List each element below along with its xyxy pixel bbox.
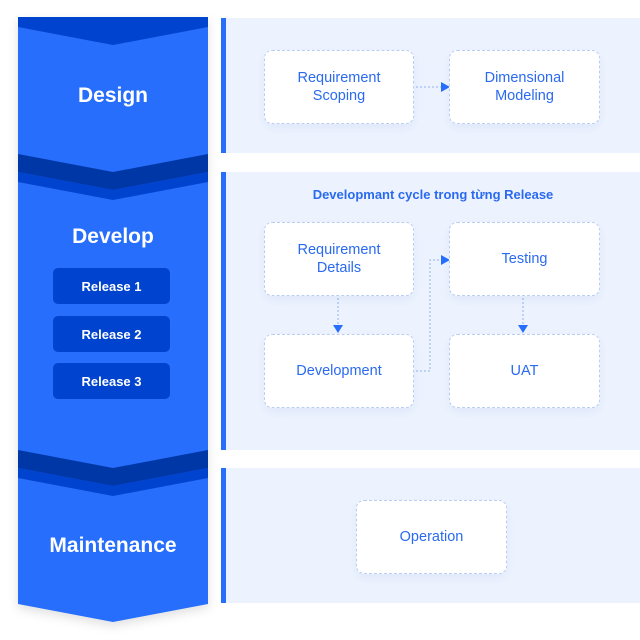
- develop-panel-title: Developmant cycle trong từng Release: [312, 187, 554, 202]
- arrow-head-icon: [333, 325, 343, 333]
- step-requirement-scoping: Requirement Scoping: [264, 50, 414, 124]
- step-operation: Operation: [356, 500, 507, 574]
- step-uat: UAT: [449, 334, 600, 408]
- release-2-button[interactable]: Release 2: [53, 316, 170, 352]
- step-requirement-details: Requirement Details: [264, 222, 414, 296]
- step-dimensional-modeling: Dimensional Modeling: [449, 50, 600, 124]
- stage-design: Design: [77, 84, 148, 107]
- step-development: Development: [264, 334, 414, 408]
- stage-develop: Develop: [72, 225, 154, 248]
- release-3-button[interactable]: Release 3: [53, 363, 170, 399]
- arrow-head-icon: [441, 255, 450, 265]
- connectors: [337, 86, 524, 372]
- release-1-button[interactable]: Release 1: [53, 268, 170, 304]
- arrow-head-icon: [518, 325, 528, 333]
- step-testing: Testing: [449, 222, 600, 296]
- stage-maintenance: Maintenance: [49, 534, 177, 557]
- chevron-top-notch: [18, 17, 208, 45]
- arrow-head-icon: [441, 82, 450, 92]
